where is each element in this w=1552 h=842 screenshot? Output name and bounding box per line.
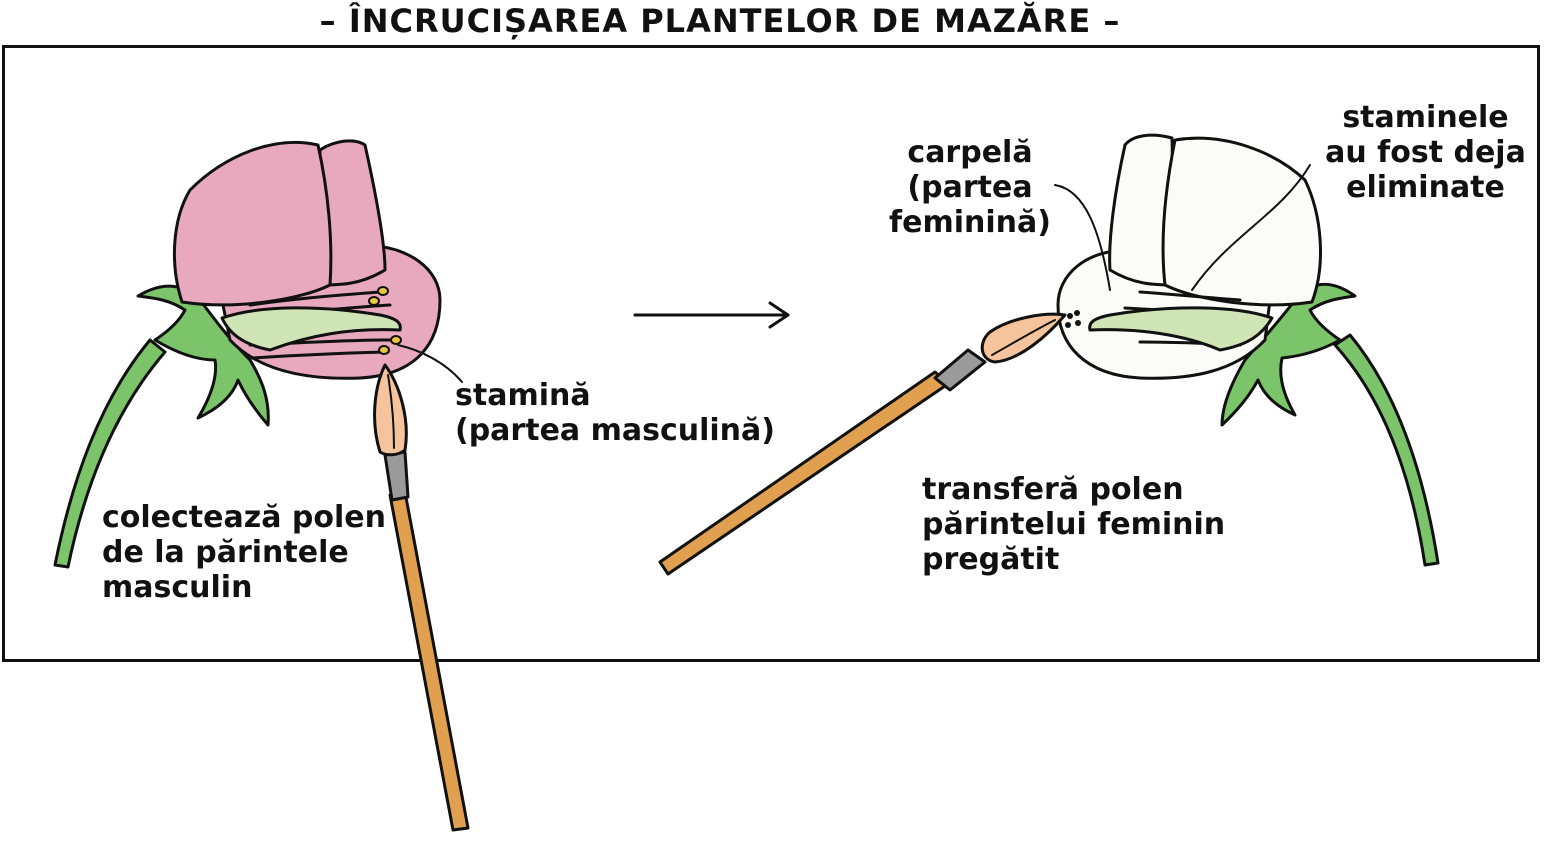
pollen-dot (1075, 320, 1081, 326)
collect-brush (373, 363, 470, 832)
transfer-pollen-line: părintelui feminin (922, 507, 1226, 542)
carpel-label-line: feminină) (889, 205, 1051, 240)
brush-ferrule (933, 348, 987, 392)
male-standard-petal-back (318, 139, 387, 287)
collect-pollen-line: masculin (102, 570, 253, 605)
anther-dot (368, 296, 380, 306)
stamens-removed-line: eliminate (1346, 170, 1505, 205)
stamens-removed-line: au fost deja (1325, 135, 1526, 170)
stamen-label-line: (partea masculină) (455, 413, 775, 448)
collect-pollen-line: colectează polen (102, 500, 386, 535)
diagram-title: – ÎNCRUCIȘAREA PLANTELOR DE MAZĂRE – (319, 2, 1121, 40)
collect-pollen-line: de la părintele (102, 535, 349, 570)
brush-handle (388, 490, 470, 832)
stamen-label-line: stamină (455, 378, 591, 413)
transfer-pollen-line: pregătit (922, 542, 1060, 577)
brush-tip (373, 363, 408, 457)
male-sepals (136, 284, 270, 427)
stamens-removed-label: staminele au fost deja eliminate (1318, 100, 1533, 205)
pollen-dot (1067, 313, 1073, 319)
transfer-pollen-line: transferă polen (922, 472, 1184, 507)
diagram-panel (2, 45, 1540, 662)
stamens-removed-leader-line (1191, 164, 1311, 291)
female-standard-petal (1161, 136, 1322, 307)
female-flower (1056, 133, 1440, 567)
anther-dot (377, 286, 389, 296)
male-standard-petal (173, 140, 333, 307)
carpel-label-line: carpelă (907, 135, 1033, 170)
stamen-leader-line (397, 344, 463, 383)
female-keel (1088, 306, 1274, 352)
stamens-removed-line: staminele (1342, 100, 1509, 135)
pollen-dot (1074, 310, 1080, 316)
male-stem (53, 338, 167, 569)
arrow-icon (633, 301, 790, 329)
carpel-label: carpelă (partea feminină) (880, 135, 1060, 240)
male-flower (53, 139, 442, 569)
pollen-dot (1065, 322, 1071, 328)
carpel-label-line: (partea (907, 170, 1033, 205)
stamen-label: stamină (partea masculină) (455, 378, 775, 448)
collect-pollen-label: colectează polen de la părintele masculi… (102, 500, 386, 605)
female-stem (1333, 333, 1440, 567)
transfer-brush (658, 312, 1067, 576)
anther-dot (390, 335, 402, 345)
transfer-pollen-label: transferă polen părintelui feminin pregă… (922, 472, 1225, 577)
anther-dot (378, 345, 390, 355)
carpel-leader-line (1054, 184, 1111, 291)
female-standard-petal-back (1108, 133, 1177, 287)
brush-ferrule (383, 450, 410, 502)
female-sepals (1220, 282, 1357, 427)
male-keel (220, 306, 402, 352)
